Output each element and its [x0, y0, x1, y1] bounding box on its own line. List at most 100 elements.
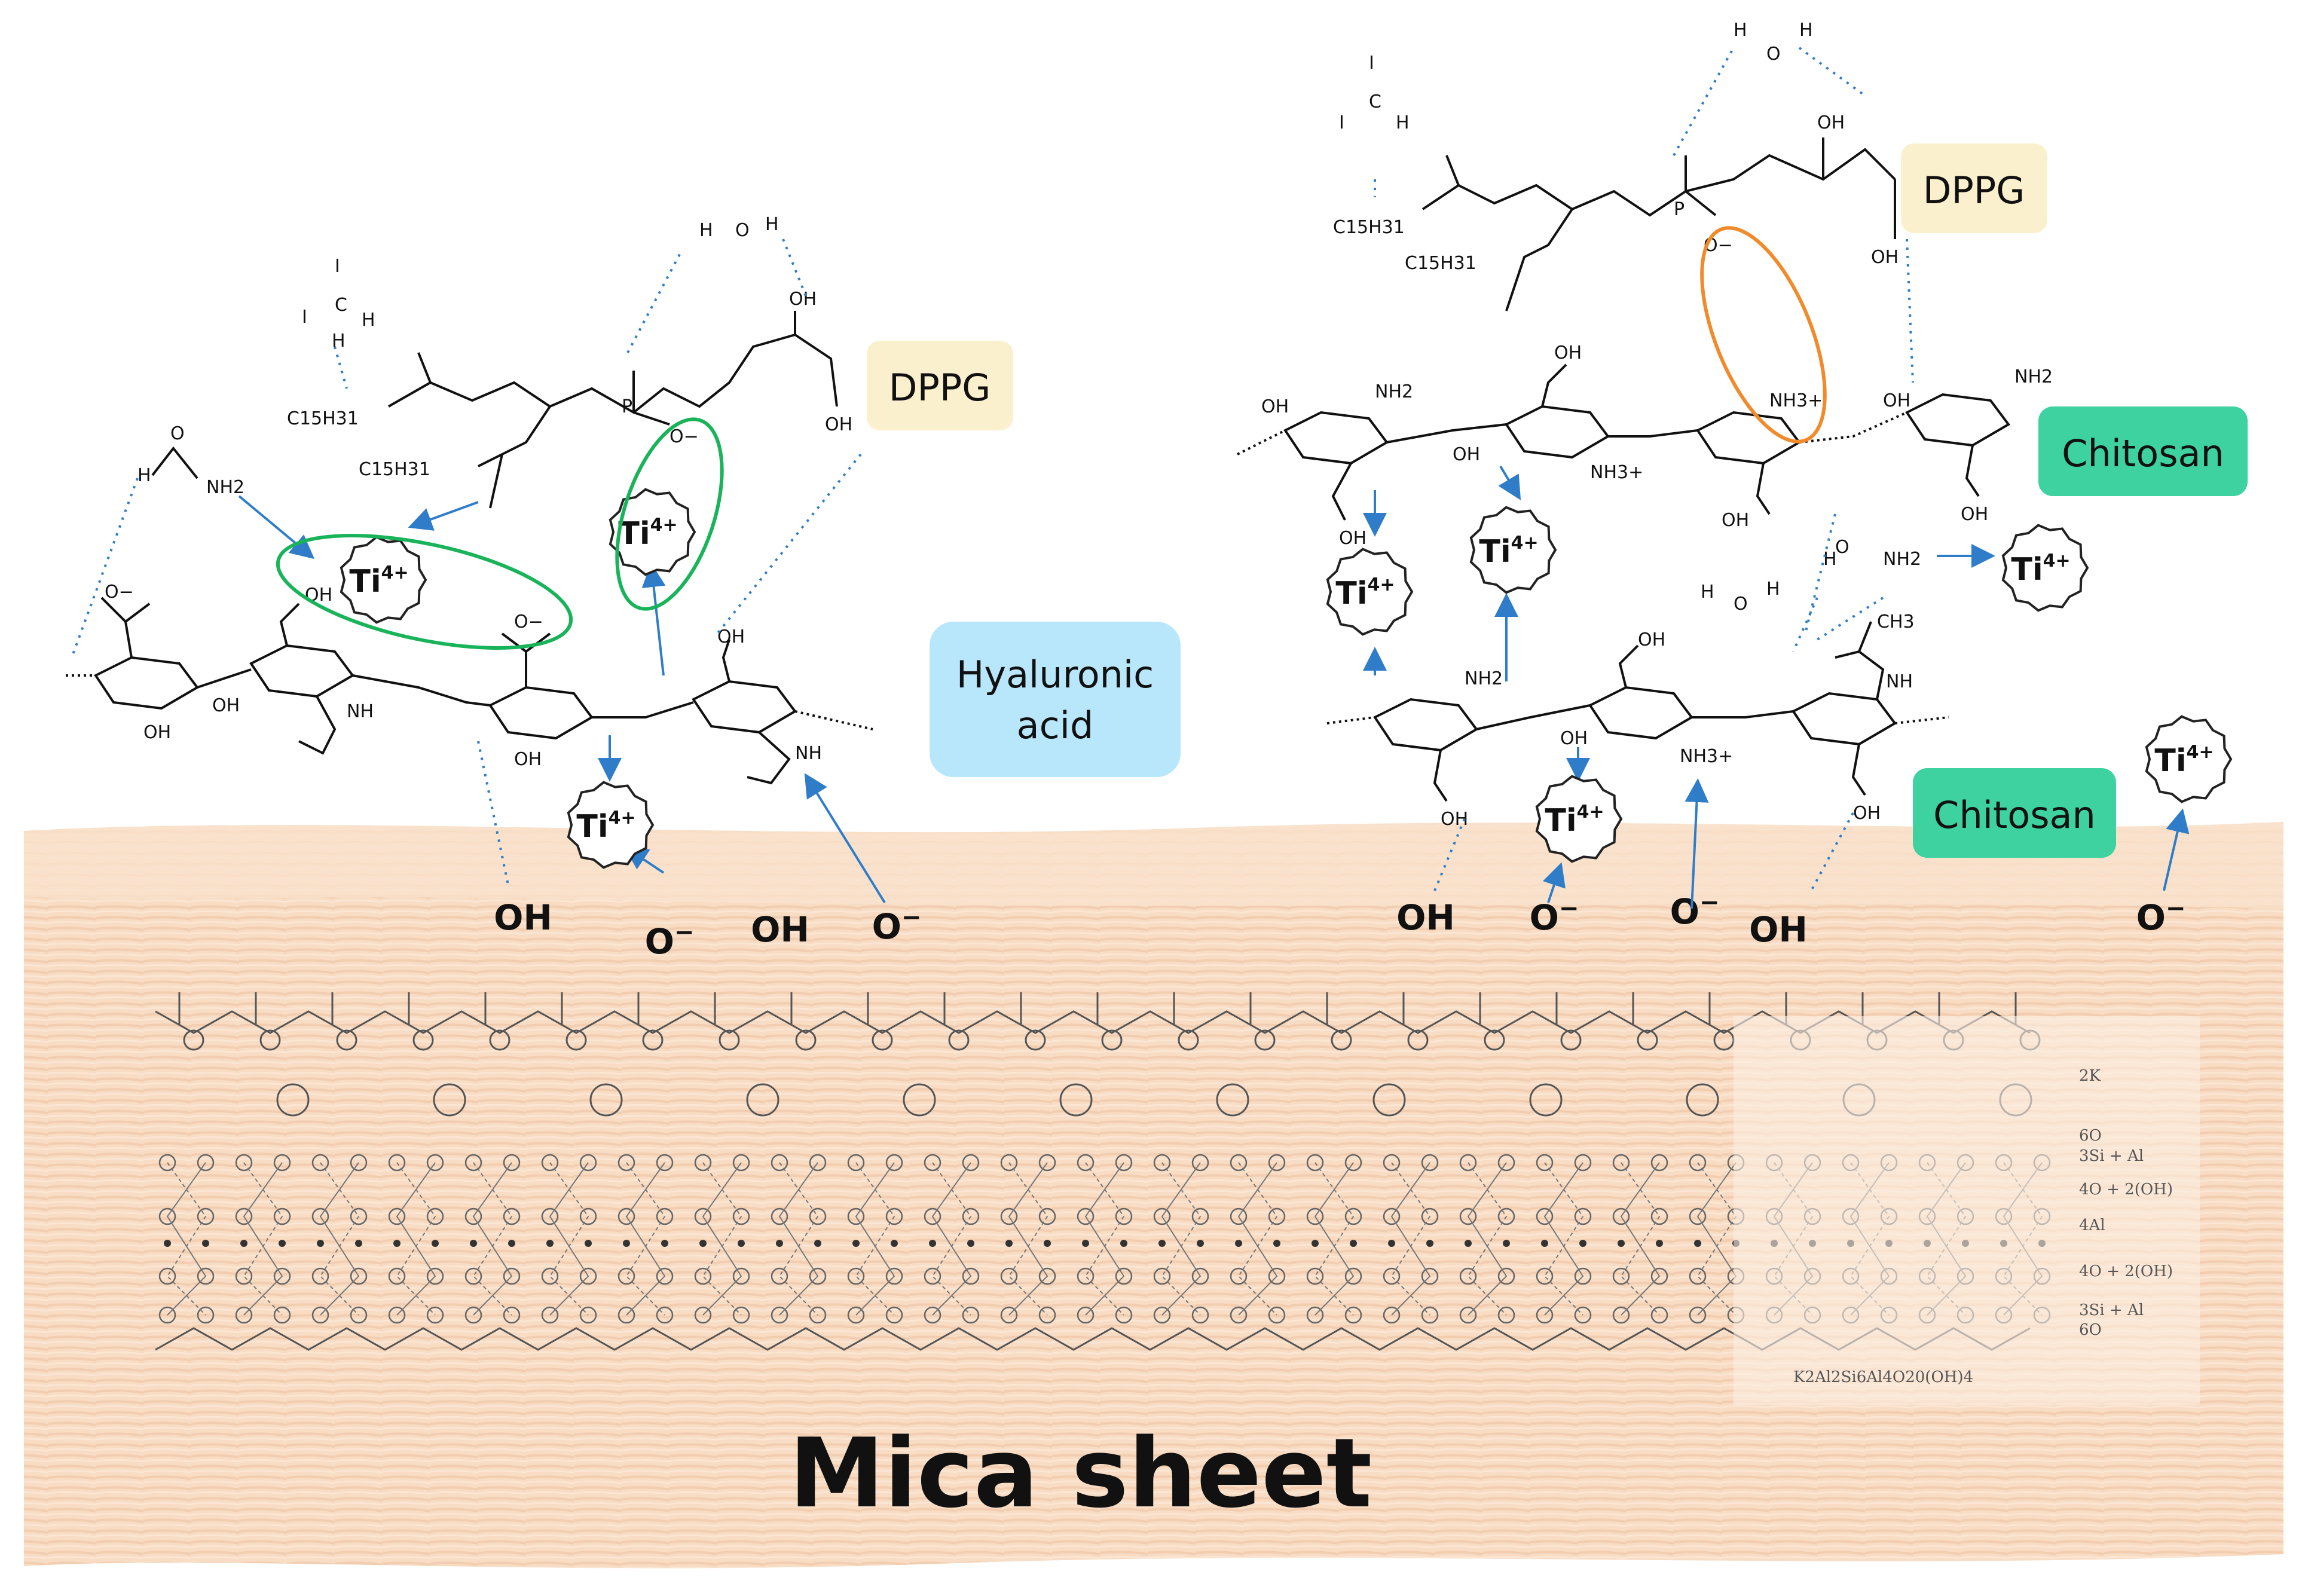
- glycosidic-bond: [1326, 716, 1375, 724]
- mica-oxygen: [464, 1207, 482, 1225]
- hydrogen-bonds: [71, 47, 1914, 891]
- mica-oxygen: [1574, 1306, 1592, 1324]
- atom-label: C: [335, 295, 347, 316]
- atom-label: OH: [1883, 390, 1910, 411]
- ti-ion-outline: [609, 488, 696, 576]
- mica-aluminum: [1005, 1240, 1013, 1247]
- dppg-label-left: DPPG: [867, 341, 1013, 430]
- glycosidic-bond: [1894, 716, 1949, 724]
- mica-oxygen: [809, 1154, 827, 1172]
- mica-aluminum: [1158, 1240, 1166, 1247]
- mica-legend-row: 6O: [2079, 1321, 2102, 1339]
- mica-oxygen: [732, 1207, 750, 1225]
- interaction-ellipse-orange: [1700, 226, 1827, 444]
- glycosidic-bond: [794, 710, 873, 730]
- mica-oxygen: [1077, 1207, 1095, 1225]
- mica-oxygen: [1115, 1154, 1133, 1172]
- mica-aluminum: [1312, 1240, 1319, 1247]
- mica-oxygen: [656, 1267, 674, 1285]
- carbonyl: [489, 454, 503, 509]
- mica-bond: [855, 1162, 895, 1316]
- phosphate: [632, 371, 670, 426]
- carbonyl: [1445, 155, 1460, 186]
- atom-label: OH: [1961, 504, 1988, 525]
- mica-oxygen: [1612, 1267, 1630, 1285]
- mica-oxygen: [694, 1207, 712, 1225]
- ti-ion-label: Ti4+: [618, 515, 677, 552]
- chitosan-upper-structure: [1237, 363, 2010, 521]
- surface-o-minus: O−: [645, 919, 695, 962]
- sugar-ring: [1905, 393, 2010, 447]
- mica-oxygen: [503, 1306, 521, 1324]
- mica-title: Mica sheet: [789, 1417, 1372, 1529]
- ti-ion-outline: [1469, 506, 1557, 594]
- mica-oxygen: [464, 1306, 482, 1324]
- mica-oxygen: [962, 1154, 980, 1172]
- mica-oxygen: [1383, 1306, 1401, 1324]
- mica-aluminum: [470, 1240, 477, 1247]
- mica-oxygen: [1191, 1154, 1209, 1172]
- chitosan-label-upper: Chitosan: [2038, 406, 2248, 496]
- dppg-labels-left: C15H31 C15H31 P O− OH OH H O H I I C H H…: [137, 214, 852, 498]
- ti-ion-outline: [340, 536, 427, 624]
- mica-oxygen: [426, 1154, 444, 1172]
- atom-label: H: [699, 220, 713, 241]
- mica-oxygen: [1689, 1267, 1707, 1285]
- atom-label: O−: [105, 582, 134, 603]
- mica-oxygen: [732, 1154, 750, 1172]
- dppg-text: DPPG: [889, 366, 991, 409]
- mica-oxygen: [1383, 1267, 1401, 1285]
- mica-potassium: [433, 1083, 466, 1117]
- mica-oxygen: [158, 1267, 176, 1285]
- mica-oxygen: [311, 1306, 329, 1324]
- mica-oxygen: [1306, 1306, 1324, 1324]
- ti-ions: Ti4+Ti4+Ti4+Ti4+Ti4+Ti4+Ti4+Ti4+: [340, 488, 2233, 869]
- ti-ion: Ti4+: [340, 536, 427, 624]
- mica-bond: [1008, 1162, 1048, 1316]
- mica-oxygen: [1689, 1207, 1707, 1225]
- mica-aluminum: [279, 1240, 286, 1247]
- sugar-ring: [1792, 692, 1897, 746]
- mica-oxygen: [885, 1306, 903, 1324]
- mica-oxygen: [158, 1306, 176, 1324]
- mica-oxygen: [1000, 1154, 1018, 1172]
- mica-oxygen: [1383, 1207, 1401, 1225]
- mica-oxygen: [1077, 1267, 1095, 1285]
- mica-aluminum: [1541, 1240, 1548, 1247]
- mica-aluminum: [738, 1240, 745, 1247]
- mica-oxygen: [847, 1306, 865, 1324]
- mica-legend-row: 4Al: [2079, 1216, 2105, 1234]
- atom-label: C15H31: [359, 459, 430, 480]
- mica-potassium: [589, 1083, 623, 1117]
- mica-aluminum: [546, 1240, 554, 1247]
- mica-oxygen: [158, 1154, 176, 1172]
- mica-oxygen: [579, 1306, 597, 1324]
- mica-oxygen: [235, 1154, 253, 1172]
- mica-potassium: [1216, 1083, 1249, 1117]
- dppg-box: [867, 341, 1013, 430]
- atom-label: C15H31: [287, 408, 359, 429]
- chitosan-label-lower: Chitosan: [1913, 768, 2116, 858]
- atom-label: C15H31: [1333, 217, 1405, 238]
- mica-oxygen: [656, 1306, 674, 1324]
- mica-bond: [931, 1162, 972, 1316]
- atom-label: OH: [1638, 629, 1665, 650]
- surface-o-minus: O−: [872, 904, 922, 947]
- hyaluronic-acid-structure: [66, 597, 873, 785]
- mica-oxygen: [1230, 1267, 1248, 1285]
- mica-oxygen: [795, 1029, 817, 1051]
- mica-oxygen: [694, 1154, 712, 1172]
- mica-bond: [472, 1162, 513, 1316]
- atom-label: O−: [514, 612, 543, 632]
- mica-oxygen: [1421, 1207, 1439, 1225]
- mica-oxygen: [259, 1029, 281, 1051]
- atom-label: O: [170, 423, 185, 444]
- dppg-structure-left: [388, 311, 838, 509]
- ch2oh: [722, 639, 730, 682]
- mica-oxygen: [235, 1207, 253, 1225]
- surface-oh: OH: [494, 897, 552, 938]
- ti-ion: Ti4+: [2145, 715, 2233, 803]
- mica-legend-row: 4O + 2(OH): [2079, 1262, 2173, 1280]
- sugar-ring: [692, 680, 797, 734]
- mica-oxygen: [426, 1306, 444, 1324]
